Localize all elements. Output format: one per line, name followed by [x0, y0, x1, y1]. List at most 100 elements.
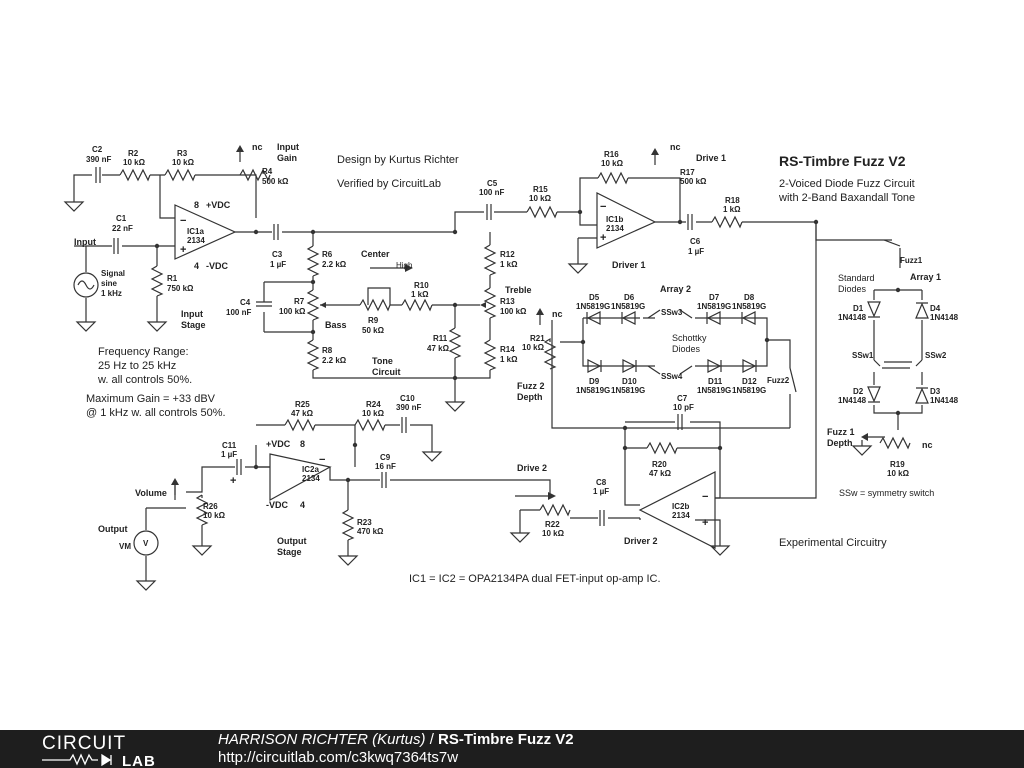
label-c6-value: 1 µF	[688, 247, 704, 256]
label-r6-value: 2.2 kΩ	[322, 260, 347, 269]
label-r4: R4	[262, 167, 273, 176]
logo-text-bottom: LAB	[122, 753, 156, 766]
footer-author-link[interactable]: HARRISON RICHTER (Kurtus)	[218, 731, 426, 748]
label-c8-value: 1 µF	[593, 487, 609, 496]
label-c11-plus: +	[230, 475, 236, 487]
label-c8: C8	[596, 478, 607, 487]
label-d11: D11	[708, 377, 723, 386]
label-d2: D2	[853, 387, 864, 396]
footer-circuit-title[interactable]: RS-Timbre Fuzz V2	[438, 731, 574, 748]
ic-note: IC1 = IC2 = OPA2134PA dual FET-input op-…	[409, 573, 661, 585]
label-d3: D3	[930, 387, 941, 396]
label-fuzz2-switch: Fuzz2	[767, 376, 790, 385]
label-r18: R18	[725, 196, 740, 205]
label-driver2: Driver 2	[624, 536, 658, 546]
footer-url-link[interactable]: http://circuitlab.com/c3kwq7364ts7w	[218, 749, 459, 766]
label-r23: R23	[357, 518, 372, 527]
label-c5: C5	[487, 179, 498, 188]
label-c1-value: 22 nF	[112, 224, 133, 233]
label-c11-value: 1 µF	[221, 450, 237, 459]
label-signal: Signal	[101, 269, 125, 278]
label-r19-value: 10 kΩ	[887, 469, 910, 478]
label-d3-value: 1N4148	[930, 396, 959, 405]
label-d11-value: 1N5819G	[697, 386, 731, 395]
label-d4: D4	[930, 304, 941, 313]
frequency-range-1: Frequency Range:	[98, 346, 189, 358]
footer-heading: HARRISON RICHTER (Kurtus) / RS-Timbre Fu…	[218, 731, 574, 748]
label-fuzz1-depth-2: Depth	[827, 438, 853, 448]
label-d1: D1	[853, 304, 864, 313]
label-ic1a-plus: +	[180, 244, 186, 256]
label-high: High	[396, 261, 412, 270]
label-ic2b-part: 2134	[672, 511, 690, 520]
label-ic1b: IC1b	[606, 215, 623, 224]
label-d9-value: 1N5819G	[576, 386, 610, 395]
label-tone: Tone	[372, 356, 393, 366]
label-r10-value: 1 kΩ	[411, 290, 429, 299]
label-c4-value: 100 nF	[226, 308, 251, 317]
label-r25-value: 47 kΩ	[291, 409, 314, 418]
label-ic2a-pin4: 4	[300, 500, 305, 510]
label-ic2b: IC2b	[672, 502, 689, 511]
label-nc-r17: nc	[670, 142, 681, 152]
diodes	[586, 301, 929, 404]
label-fuzz2-depth-1: Fuzz 2	[517, 381, 545, 391]
label-r10: R10	[414, 281, 429, 290]
label-r4-value: 500 kΩ	[262, 177, 289, 186]
label-array2: Array 2	[660, 284, 691, 294]
label-sine: sine	[101, 279, 118, 288]
label-array1: Array 1	[910, 272, 941, 282]
logo-text-top: CIRCUIT	[42, 733, 126, 754]
label-ic1a-pin4: 4	[194, 261, 199, 271]
label-ic2a-pvdc: +VDC	[266, 439, 291, 449]
capacitors	[95, 167, 693, 526]
label-r24: R24	[366, 400, 381, 409]
label-c7-value: 10 pF	[673, 403, 694, 412]
label-d1-value: 1N4148	[838, 313, 867, 322]
label-ic1a-nvdc: -VDC	[206, 261, 228, 271]
label-fuzz1-switch: Fuzz1	[900, 256, 923, 265]
label-r26-value: 10 kΩ	[203, 511, 226, 520]
label-c7: C7	[677, 394, 688, 403]
experimental-note: Experimental Circuitry	[779, 537, 887, 549]
label-c5-value: 100 nF	[479, 188, 504, 197]
label-nc-r19: nc	[922, 440, 933, 450]
max-gain-2: @ 1 kHz w. all controls 50%.	[86, 407, 226, 419]
label-drive2: Drive 2	[517, 463, 547, 473]
label-output-stage-2: Stage	[277, 547, 302, 557]
label-drive1: Drive 1	[696, 153, 726, 163]
label-r6: R6	[322, 250, 333, 259]
label-ic1b-part: 2134	[606, 224, 624, 233]
label-schottky-diodes: Diodes	[672, 344, 701, 354]
label-r13: R13	[500, 297, 515, 306]
label-input-gain-1: Input	[277, 142, 299, 152]
label-input: Input	[74, 237, 96, 247]
label-vm: VM	[119, 542, 131, 551]
label-d8-value: 1N5819G	[732, 302, 766, 311]
label-r12-value: 1 kΩ	[500, 260, 518, 269]
label-treble: Treble	[505, 285, 532, 295]
label-ic1a-pvdc: +VDC	[206, 200, 231, 210]
label-c2: C2	[92, 145, 103, 154]
label-r14-value: 1 kΩ	[500, 355, 518, 364]
label-ssw4: SSw4	[661, 372, 683, 381]
label-c3: C3	[272, 250, 283, 259]
circuitlab-logo: CIRCUIT LAB	[42, 733, 156, 766]
component-labels: C2 390 nF R2 10 kΩ R3 10 kΩ R4 500 kΩ nc…	[74, 142, 959, 557]
label-ssw1: SSw1	[852, 351, 874, 360]
label-r22: R22	[545, 520, 560, 529]
schematic-subtitle-2: with 2-Band Baxandall Tone	[778, 192, 915, 204]
label-c9: C9	[380, 453, 391, 462]
label-d6: D6	[624, 293, 635, 302]
label-r1-value: 750 kΩ	[167, 284, 194, 293]
label-c2-value: 390 nF	[86, 155, 111, 164]
label-r2-value: 10 kΩ	[123, 158, 146, 167]
label-r16-value: 10 kΩ	[601, 159, 624, 168]
label-r11-value: 47 kΩ	[427, 344, 450, 353]
schematic-subtitle-1: 2-Voiced Diode Fuzz Circuit	[779, 178, 915, 190]
wiring	[73, 174, 923, 575]
label-fuzz2-depth-2: Depth	[517, 392, 543, 402]
label-c11: C11	[222, 441, 237, 450]
label-r8: R8	[322, 346, 333, 355]
logo-resistor-icon	[42, 753, 98, 766]
